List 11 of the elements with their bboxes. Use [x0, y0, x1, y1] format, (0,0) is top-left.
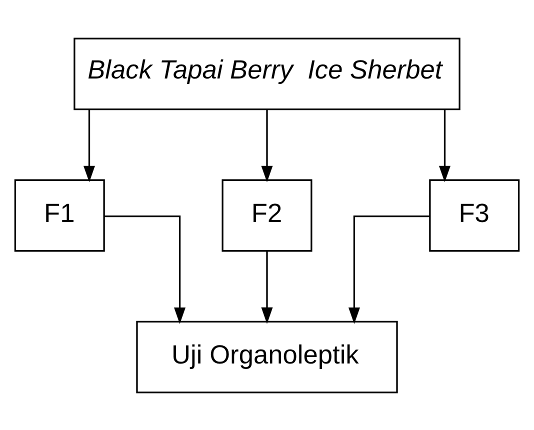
node-box: F2: [222, 178, 312, 252]
arrow: [348, 215, 430, 324]
node-box: F1: [14, 178, 105, 252]
node-box: Uji Organoleptik: [136, 320, 398, 393]
arrow: [438, 109, 450, 182]
arrow: [104, 215, 186, 324]
arrow: [84, 109, 96, 182]
node-box: Black Tapai Berry Ice Sherbet: [74, 37, 460, 110]
arrow: [261, 250, 273, 324]
node-box: F3: [429, 178, 520, 252]
arrow: [261, 109, 273, 182]
